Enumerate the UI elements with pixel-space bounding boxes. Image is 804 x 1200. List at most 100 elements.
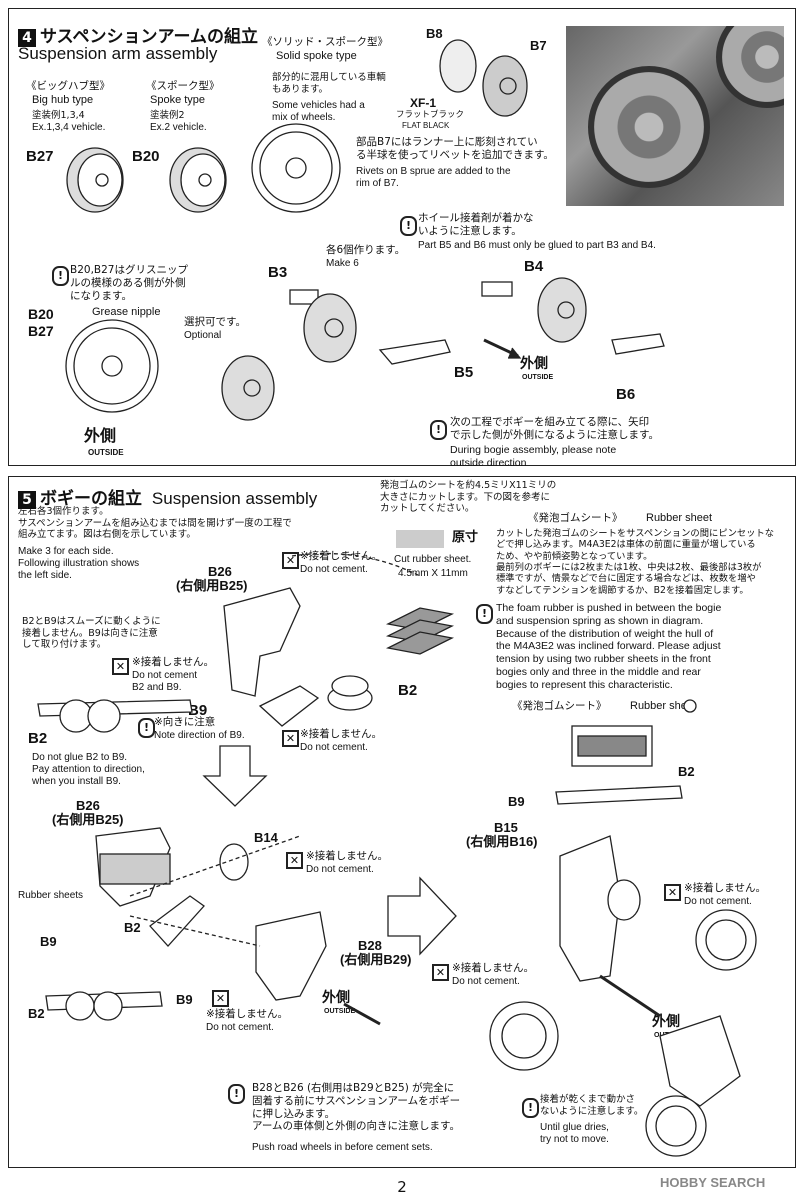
bogie-note-jp: 次の工程でボギーを組み立てる際に、矢印 で示した側が外側になるように注意します。 (450, 416, 659, 441)
no-cement-3-jp: ※接着しません。 (300, 728, 382, 740)
push-note-en: Push road wheels in before cement sets. (252, 1142, 433, 1153)
grease-note-jp: B20,B27はグリスニップ ルの模様のある側が外側 になります。 (70, 264, 188, 302)
grease-outside-en: OUTSIDE (88, 448, 124, 457)
part-b2-c: B2 (678, 764, 695, 779)
step5-outside-jp-2: 外側 (652, 1014, 680, 1030)
step5-frame (8, 476, 796, 1168)
direction-en: Note direction of B9. (154, 730, 245, 741)
part-b15: B15 (494, 820, 518, 835)
warning-icon: ! (228, 1084, 245, 1104)
grease-parts: B20 B27 (28, 306, 54, 340)
direction-jp: ※向きに注意 (154, 716, 216, 728)
no-cement-7-jp: ※接着しません。 (452, 962, 534, 974)
warning-icon: ! (52, 266, 69, 286)
step4-frame (8, 8, 796, 466)
step5-intro-jp: 左右各3個作ります。 サスペンションアームを組み込むまでは間を開けず一度の工程で… (18, 506, 292, 541)
step4-title-jp: サスペンションアームの組立 (40, 27, 258, 47)
part-b2-b: B2 (28, 730, 48, 747)
step5-title-jp: ボギーの組立 (40, 489, 142, 509)
no-cement-7-en: Do not cement. (452, 976, 520, 987)
bighub-ex-jp: 塗装例1,3,4 (32, 110, 85, 121)
dry-note-en: Until glue dries, try not to move. (540, 1122, 609, 1146)
glue-note-jp: ホイール接着剤が着かな いように注意します。 (418, 212, 534, 237)
rivet-note-en: Rivets on B sprue are added to the rim o… (356, 166, 511, 190)
part-b6: B6 (616, 386, 636, 403)
paint-name-en: FLAT BLACK (402, 121, 450, 130)
foam-cut-jp: 発泡ゴムのシートを約4.5ミリX11ミリの 大きさにカットします。下の図を参考に… (380, 480, 557, 515)
spoke-ex-en: Ex.2 vehicle. (150, 122, 207, 133)
no-cement-icon: ✕ (212, 990, 229, 1007)
part-b2-d: B2 (124, 920, 141, 935)
cut-size: 4.5mm X 11mm (398, 568, 468, 579)
warning-icon: ! (522, 1098, 539, 1118)
part-b5: B5 (454, 364, 474, 381)
spoke-title-jp: 《スポーク型》 (146, 80, 220, 92)
no-cement-6-en: Do not cement. (684, 896, 752, 907)
rubber-title-jp: 《発泡ゴムシート》 (528, 512, 623, 524)
part-b28: B28 (358, 938, 382, 953)
step5-intro-en: Make 3 for each side. Following illustra… (18, 546, 140, 582)
part-b9-c: B9 (40, 934, 57, 949)
no-cement-5-jp: ※接着しません。 (206, 1008, 288, 1020)
reference-photo (566, 26, 784, 206)
glue-note-en: Part B5 and B6 must only be glued to par… (418, 240, 656, 251)
no-cement-icon: ✕ (664, 884, 681, 901)
step5-title-en: Suspension assembly (151, 489, 318, 508)
part-b4: B4 (524, 258, 544, 275)
part-b20: B20 (132, 148, 160, 165)
solid-title-jp: 《ソリッド・スポーク型》 (262, 36, 388, 48)
part-b9-b: B9 (508, 794, 525, 809)
part-b7: B7 (530, 38, 547, 53)
step5-outside-jp: 外側 (322, 990, 350, 1006)
page-number: 2 (397, 1178, 407, 1196)
b2b9-note-jp: B2とB9はスムーズに動くように 接着しません。B9は向きに注意 して取り付けま… (22, 616, 161, 651)
part-b28-right: (右側用B29) (340, 952, 412, 967)
cut-sheet-en: Cut rubber sheet. (394, 554, 472, 565)
warning-icon: ! (430, 420, 447, 440)
no-cement-3-en: Do not cement. (300, 742, 368, 753)
no-cement-icon: ✕ (112, 658, 129, 675)
part-b2-a: B2 (398, 682, 418, 699)
no-cement-4-jp: ※接着しません。 (306, 850, 388, 862)
step5-number: 5 (18, 491, 36, 509)
optional-en: Optional (184, 330, 222, 341)
warning-icon: ! (138, 718, 155, 738)
rubber-note-en: The foam rubber is pushed in between the… (496, 602, 722, 691)
original-size-jp: 原寸 (452, 530, 479, 545)
bighub-ex-en: Ex.1,3,4 vehicle. (32, 122, 106, 133)
step4-illustrations (65, 39, 665, 421)
step5-illustrations (37, 552, 757, 1157)
b2b9-note-en: Do not glue B2 to B9. Pay attention to d… (32, 752, 145, 788)
no-cement-icon: ✕ (282, 730, 299, 747)
part-b3: B3 (268, 264, 288, 281)
paint-name-jp: フラットブラック (396, 110, 465, 120)
part-b14: B14 (254, 830, 278, 845)
warning-icon: ! (476, 604, 493, 624)
push-note-jp: B28とB26 (右側用はB29とB25) が完全に 固着する前にサスペンション… (252, 1082, 461, 1133)
step4-number: 4 (18, 29, 36, 47)
bighub-title-en: Big hub type (32, 94, 94, 106)
grease-outside-jp: 外側 (84, 426, 117, 445)
part-b26-right: (右側用B25) (52, 812, 124, 827)
rubber-swatch (396, 530, 444, 548)
spoke-title-en: Spoke type (150, 94, 206, 106)
rubber-title-en: Rubber sheet (646, 512, 713, 524)
no-cement-2-jp: ※接着しません。 (132, 656, 214, 668)
part-b9-d: B9 (176, 992, 193, 1007)
no-cement-icon: ✕ (286, 852, 303, 869)
no-cement-icon: ✕ (432, 964, 449, 981)
part-b9-a: B9 (188, 702, 208, 719)
optional-jp: 選択可です。 (184, 316, 246, 328)
part-b2-e: B2 (28, 1006, 45, 1021)
no-cement-6-jp: ※接着しません。 (684, 882, 766, 894)
rivet-note-jp: 部品B7にはランナー上に彫刻されてい る半球を使ってリベットを追加できます。 (356, 136, 554, 161)
dry-note-jp: 接着が乾くまで動かさ ないように注意します。 (540, 1094, 644, 1117)
part-b8: B8 (426, 26, 443, 41)
step4-outside-en: OUTSIDE (522, 374, 554, 381)
part-b26: B26 (76, 798, 100, 813)
part-b27: B27 (26, 148, 54, 165)
bighub-title-jp: 《ビッグハブ型》 (26, 80, 110, 92)
no-cement-4-en: Do not cement. (306, 864, 374, 875)
step5-outside-en: OUTSIDE (324, 1008, 356, 1015)
